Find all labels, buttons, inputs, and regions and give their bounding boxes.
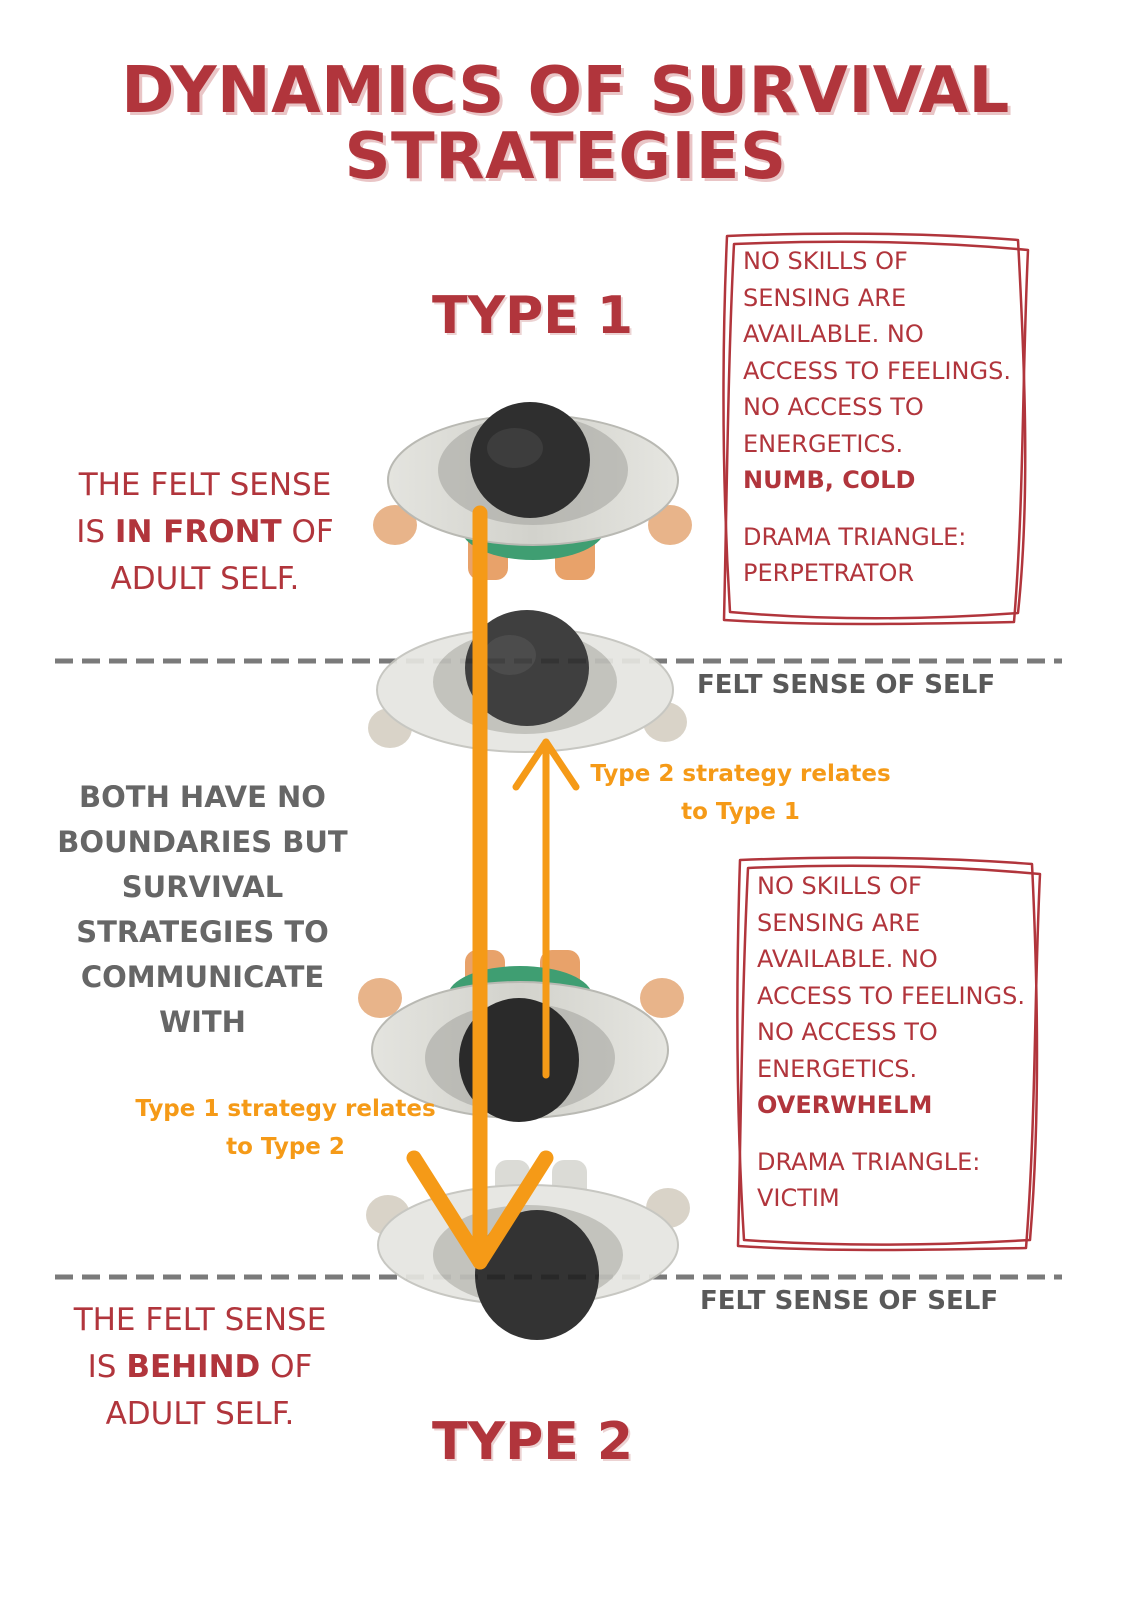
type2-box-line-4: ACCESS TO FEELINGS.: [757, 978, 1025, 1015]
type2-box-emphasis: OVERWHELM: [757, 1091, 932, 1119]
type1-felt-line-2-pre: IS: [76, 514, 115, 550]
arrow-label-type2-to-type1: Type 2 strategy relates to Type 1: [583, 755, 898, 831]
type1-box-line-6: ENERGETICS.: [743, 426, 1011, 463]
type1-felt-sense-text: THE FELT SENSE IS IN FRONT OF ADULT SELF…: [60, 462, 350, 603]
both-line-2: BOUNDARIES BUT: [50, 820, 355, 865]
type2-felt-line-3: ADULT SELF.: [55, 1391, 345, 1438]
felt-sense-of-self-label-top: FELT SENSE OF SELF: [697, 670, 995, 700]
type1-info-box-text: NO SKILLS OF SENSING ARE AVAILABLE. NO A…: [743, 243, 1011, 592]
type2-drama-label: DRAMA TRIANGLE:: [757, 1144, 1025, 1181]
type1-felt-line-2-post: OF: [282, 514, 334, 550]
type1-box-line-3: AVAILABLE. NO: [743, 316, 1011, 353]
both-line-3: SURVIVAL: [50, 865, 355, 910]
type2-felt-line-2-pre: IS: [88, 1349, 127, 1385]
felt-sense-figure-top-icon: [368, 610, 687, 752]
type1-felt-line-1: THE FELT SENSE: [60, 462, 350, 509]
type1-felt-line-3: ADULT SELF.: [60, 556, 350, 603]
type1-box-line-1: NO SKILLS OF: [743, 243, 1011, 280]
type1-box-line-2: SENSING ARE: [743, 280, 1011, 317]
type2-drama-role: VICTIM: [757, 1180, 1025, 1217]
type2-box-line-3: AVAILABLE. NO: [757, 941, 1025, 978]
type2-felt-line-2: IS BEHIND OF: [55, 1344, 345, 1391]
type1-drama-role: PERPETRATOR: [743, 555, 1011, 592]
person-type1-icon: [373, 402, 692, 580]
type1-felt-emphasis: IN FRONT: [115, 514, 282, 550]
both-line-4: STRATEGIES TO: [50, 910, 355, 955]
arrow-label-type2-line-1: Type 2 strategy relates: [583, 755, 898, 793]
type2-box-line-5: NO ACCESS TO: [757, 1014, 1025, 1051]
type2-info-box-text: NO SKILLS OF SENSING ARE AVAILABLE. NO A…: [757, 868, 1025, 1217]
type2-felt-emphasis: BEHIND: [126, 1349, 260, 1385]
type1-box-emphasis: NUMB, COLD: [743, 466, 915, 494]
both-line-5: COMMUNICATE: [50, 955, 355, 1000]
type1-drama-label: DRAMA TRIANGLE:: [743, 519, 1011, 556]
both-boundaries-text: BOTH HAVE NO BOUNDARIES BUT SURVIVAL STR…: [50, 775, 355, 1045]
both-line-1: BOTH HAVE NO: [50, 775, 355, 820]
arrow-label-type1-to-type2: Type 1 strategy relates to Type 2: [128, 1090, 443, 1166]
type2-felt-line-2-post: OF: [260, 1349, 312, 1385]
type1-box-line-4: ACCESS TO FEELINGS.: [743, 353, 1011, 390]
both-line-6: WITH: [50, 1000, 355, 1045]
type2-label: TYPE 2: [432, 1412, 633, 1472]
felt-sense-of-self-label-bottom: FELT SENSE OF SELF: [700, 1286, 998, 1316]
arrow-label-type1-line-1: Type 1 strategy relates: [128, 1090, 443, 1128]
arrow-label-type1-line-2: to Type 2: [128, 1128, 443, 1166]
arrow-label-type2-line-2: to Type 1: [583, 793, 898, 831]
type1-felt-line-2: IS IN FRONT OF: [60, 509, 350, 556]
type2-felt-line-1: THE FELT SENSE: [55, 1297, 345, 1344]
type1-label: TYPE 1: [432, 286, 633, 346]
type2-box-line-2: SENSING ARE: [757, 905, 1025, 942]
type2-felt-sense-text: THE FELT SENSE IS BEHIND OF ADULT SELF.: [55, 1297, 345, 1438]
type2-box-line-1: NO SKILLS OF: [757, 868, 1025, 905]
type2-box-line-6: ENERGETICS.: [757, 1051, 1025, 1088]
type1-box-line-5: NO ACCESS TO: [743, 389, 1011, 426]
